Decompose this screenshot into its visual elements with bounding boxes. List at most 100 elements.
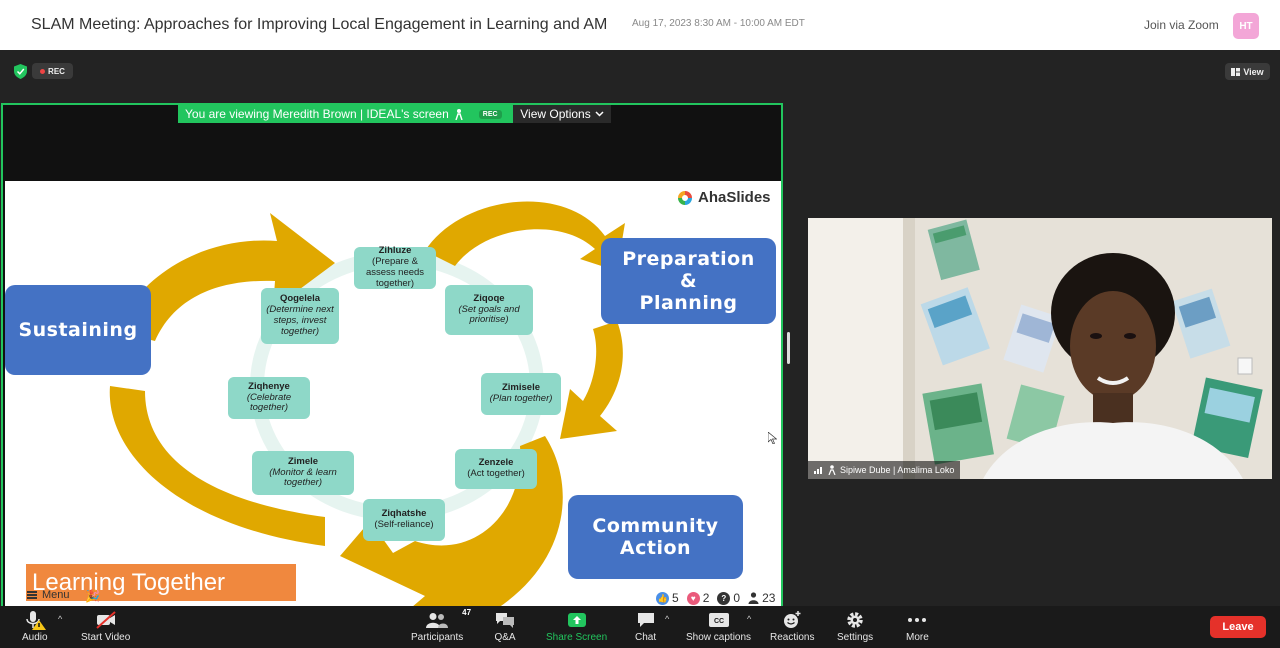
settings-button[interactable]: Settings [837, 610, 873, 643]
party-popper-icon[interactable]: 🎉 [85, 589, 100, 603]
likes-reaction[interactable]: 👍 5 [656, 591, 679, 605]
node-desc: (Act together) [467, 468, 525, 479]
node-desc: (Plan together) [489, 393, 553, 404]
node-zenzele: Zenzele (Act together) [455, 449, 537, 489]
menu-label: Menu [42, 589, 70, 601]
node-name: Ziqoqe [473, 292, 505, 304]
panel-splitter-handle[interactable] [787, 332, 790, 364]
node-ziqoqe: Ziqoqe (Set goals and prioritise) [445, 285, 533, 335]
likes-count: 5 [672, 591, 679, 605]
settings-label: Settings [837, 632, 874, 643]
smiley-add-icon [784, 611, 801, 628]
logo-text: AhaSlides [698, 189, 771, 206]
stage-community-line2: Action [619, 537, 692, 559]
node-name: Zihluze [378, 245, 412, 257]
heart-icon: ♥ [686, 591, 700, 605]
node-name: Ziqhatshe [381, 508, 427, 520]
show-captions-button[interactable]: CC Show captions [686, 610, 751, 643]
hearts-count: 2 [702, 591, 710, 605]
screen-share-banner: You are viewing Meredith Brown | IDEAL's… [178, 105, 513, 123]
audio-label: Audio [22, 632, 48, 643]
node-zimele: Zimele (Monitor & learn together) [252, 451, 354, 495]
participant-name-bar: Sipiwe Dube | Amalima Loko [808, 461, 961, 479]
join-via-zoom-link[interactable]: Join via Zoom [1144, 18, 1219, 32]
leave-button[interactable]: Leave [1210, 616, 1266, 638]
record-dot-icon [40, 68, 46, 74]
gear-icon [847, 612, 863, 628]
stage-community-action: Community Action [568, 495, 743, 579]
node-desc: (Prepare & assess needs together) [365, 256, 425, 289]
node-qogelela: Qogelela (Determine next steps, invest t… [261, 288, 339, 344]
presenter-icon [828, 465, 836, 475]
reactions-button[interactable]: Reactions [770, 610, 814, 643]
view-button[interactable]: View [1225, 63, 1270, 80]
more-button[interactable]: More [906, 610, 929, 643]
thumbs-up-icon: 👍 [656, 591, 669, 605]
ahaslides-logo-icon [678, 190, 692, 205]
shared-screen[interactable]: You are viewing Meredith Brown | IDEAL's… [1, 103, 783, 644]
slide-menu-button[interactable]: Menu [27, 589, 70, 601]
question-icon: ? [717, 591, 731, 605]
view-options-label: View Options [520, 107, 591, 121]
chat-options-chevron-icon[interactable]: ^ [665, 614, 670, 624]
share-banner-text: You are viewing Meredith Brown | IDEAL's… [185, 107, 449, 121]
reactions-label: Reactions [770, 632, 815, 643]
person-icon [748, 592, 759, 604]
meeting-title: SLAM Meeting: Approaches for Improving L… [31, 16, 608, 33]
stage-sustaining: Sustaining [5, 285, 151, 375]
slide-reactions: 👍 5 ♥ 2 ? 0 23 [656, 591, 775, 605]
share-screen-label: Share Screen [546, 632, 608, 643]
chat-label: Chat [635, 632, 657, 643]
node-name: Zenzele [478, 457, 514, 469]
banner-text: Learning Together [32, 568, 226, 596]
share-rec-badge: REC [478, 109, 502, 119]
share-screen-button[interactable]: Share Screen [546, 610, 607, 643]
node-ziqhenye: Ziqhenye (Celebrate together) [228, 377, 310, 419]
node-name: Zimele [287, 455, 319, 467]
node-zihluze: Zihluze (Prepare & assess needs together… [354, 245, 436, 289]
participants-count: 47 [462, 608, 472, 617]
mouse-cursor-icon [768, 432, 777, 444]
chat-button[interactable]: Chat [635, 610, 656, 643]
audio-options-chevron-icon[interactable]: ^ [58, 614, 63, 624]
node-name: Qogelela [279, 293, 321, 305]
node-desc: (Monitor & learn together) [269, 466, 337, 489]
stage-preparation-line3: Planning [639, 292, 738, 314]
signal-strength-icon [814, 467, 822, 474]
hamburger-icon [27, 591, 37, 599]
audience-count: 23 [762, 591, 776, 605]
qa-label: Q&A [494, 632, 516, 643]
start-video-button[interactable]: Start Video [81, 610, 130, 643]
stage-preparation-planning: Preparation & Planning [601, 238, 776, 324]
captions-options-chevron-icon[interactable]: ^ [747, 614, 752, 624]
node-desc: (Determine next steps, invest together) [266, 304, 334, 337]
audience-count-badge: 23 [748, 591, 775, 605]
meeting-area: REC View You are viewing Meredith Brown … [0, 50, 1280, 644]
audio-button[interactable]: Audio [22, 610, 48, 643]
video-off-icon [95, 611, 116, 629]
qa-button[interactable]: Q&A [494, 610, 516, 643]
hearts-reaction[interactable]: ♥ 2 [686, 591, 710, 605]
participants-icon [426, 613, 449, 628]
recording-badge[interactable]: REC [32, 63, 73, 79]
meeting-toolbar: Audio ^ Start Video 47 Participants [0, 606, 1280, 648]
share-screen-icon [567, 613, 586, 627]
recording-label: REC [48, 66, 65, 76]
view-grid-icon [1231, 67, 1241, 76]
questions-reaction[interactable]: ? 0 [717, 591, 740, 605]
participant-video-tile[interactable]: Sipiwe Dube | Amalima Loko [808, 218, 1272, 479]
qa-icon [496, 613, 514, 628]
participant-video-feed [808, 218, 1272, 479]
presentation-slide: AhaSlides Sustaining Preparation & Plann… [5, 181, 781, 621]
security-shield-icon[interactable] [14, 64, 27, 79]
node-desc: (Celebrate together) [246, 391, 292, 414]
show-captions-label: Show captions [686, 632, 752, 643]
node-zimisele: Zimisele (Plan together) [481, 373, 561, 415]
view-options-button[interactable]: View Options [513, 105, 611, 123]
chevron-down-icon [595, 111, 604, 117]
participants-button[interactable]: 47 Participants [411, 608, 471, 643]
user-avatar[interactable]: HT [1233, 13, 1259, 39]
stage-preparation-line2: & [679, 270, 698, 292]
node-name: Ziqhenye [248, 380, 290, 392]
meeting-datetime: Aug 17, 2023 8:30 AM - 10:00 AM EDT [632, 18, 805, 29]
